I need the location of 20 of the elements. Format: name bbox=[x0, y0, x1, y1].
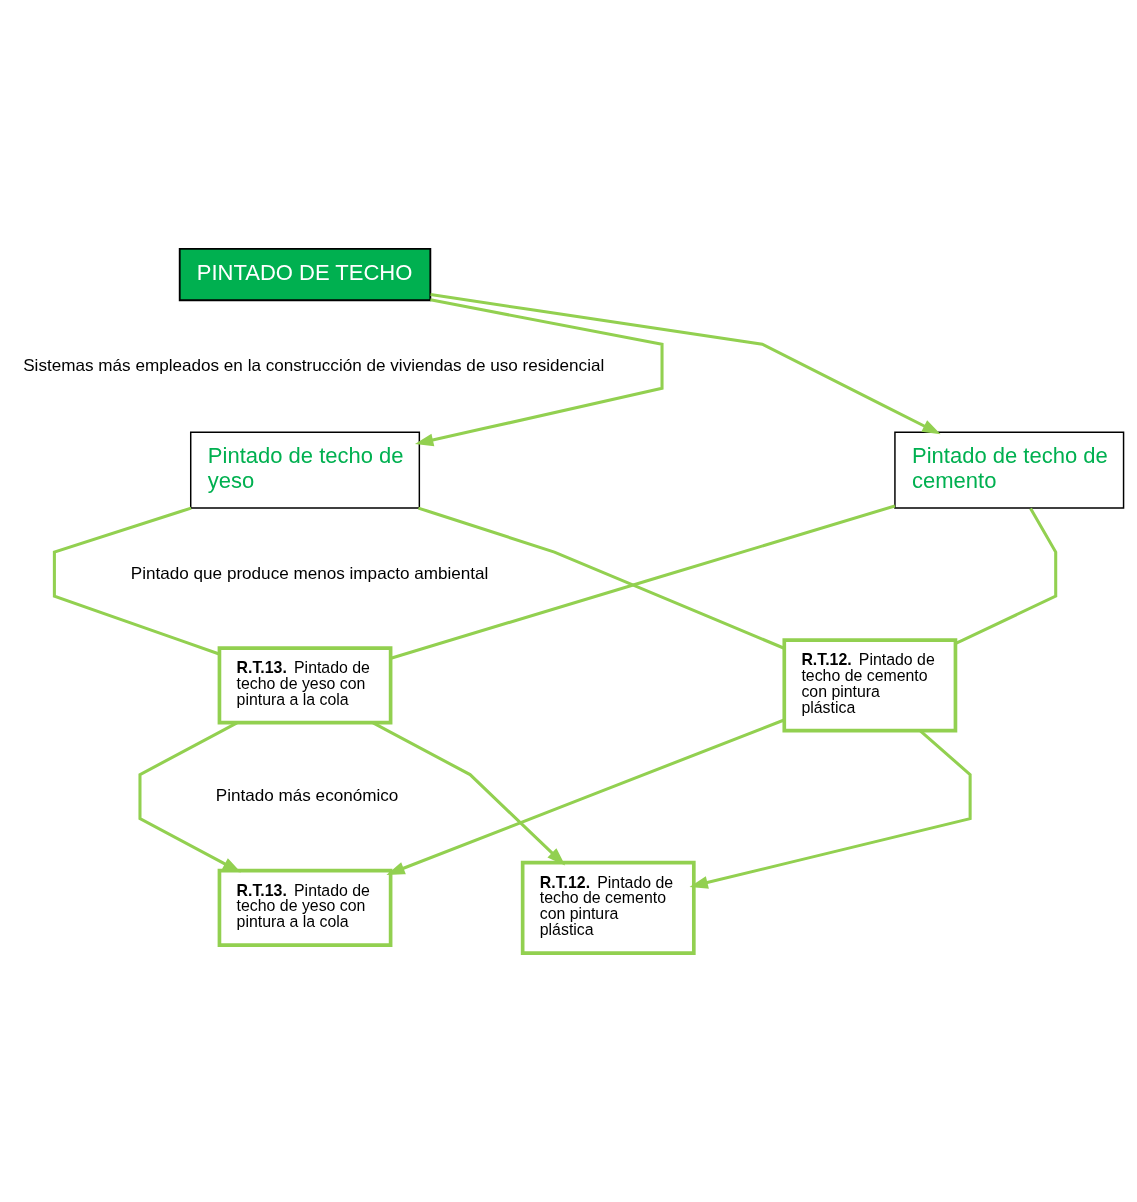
node-box: R.T.12. Pintado de techo de cemento con pintura plástica bbox=[520, 860, 696, 955]
arrow bbox=[414, 298, 664, 447]
label: Sistemas más empleados en la construcción de viviendas de uso residencial bbox=[23, 355, 605, 375]
node-box: R.T.13. Pintado de techo de yeso con pintura a la cola bbox=[217, 868, 393, 947]
connector bbox=[417, 506, 785, 650]
arrow bbox=[372, 721, 566, 866]
label: Pintado más económico bbox=[215, 786, 399, 806]
arrow bbox=[386, 718, 785, 875]
arrow bbox=[138, 721, 242, 873]
node-box: R.T.12. Pintado de techo de cemento con pintura plástica bbox=[782, 638, 958, 733]
node-box: Pintado de techo de yeso bbox=[190, 431, 421, 509]
label: Pintado que produce menos impacto ambiental bbox=[130, 563, 489, 583]
arrow bbox=[689, 729, 972, 889]
node-box: R.T.13. Pintado de techo de yeso con pintura a la cola bbox=[217, 646, 393, 725]
connector bbox=[390, 504, 896, 660]
connector bbox=[52, 506, 220, 656]
node-box: PINTADO DE TECHO bbox=[178, 247, 432, 302]
node-box: Pintado de techo de cemento bbox=[894, 431, 1125, 509]
arrow bbox=[430, 293, 941, 435]
connector bbox=[955, 507, 1058, 645]
